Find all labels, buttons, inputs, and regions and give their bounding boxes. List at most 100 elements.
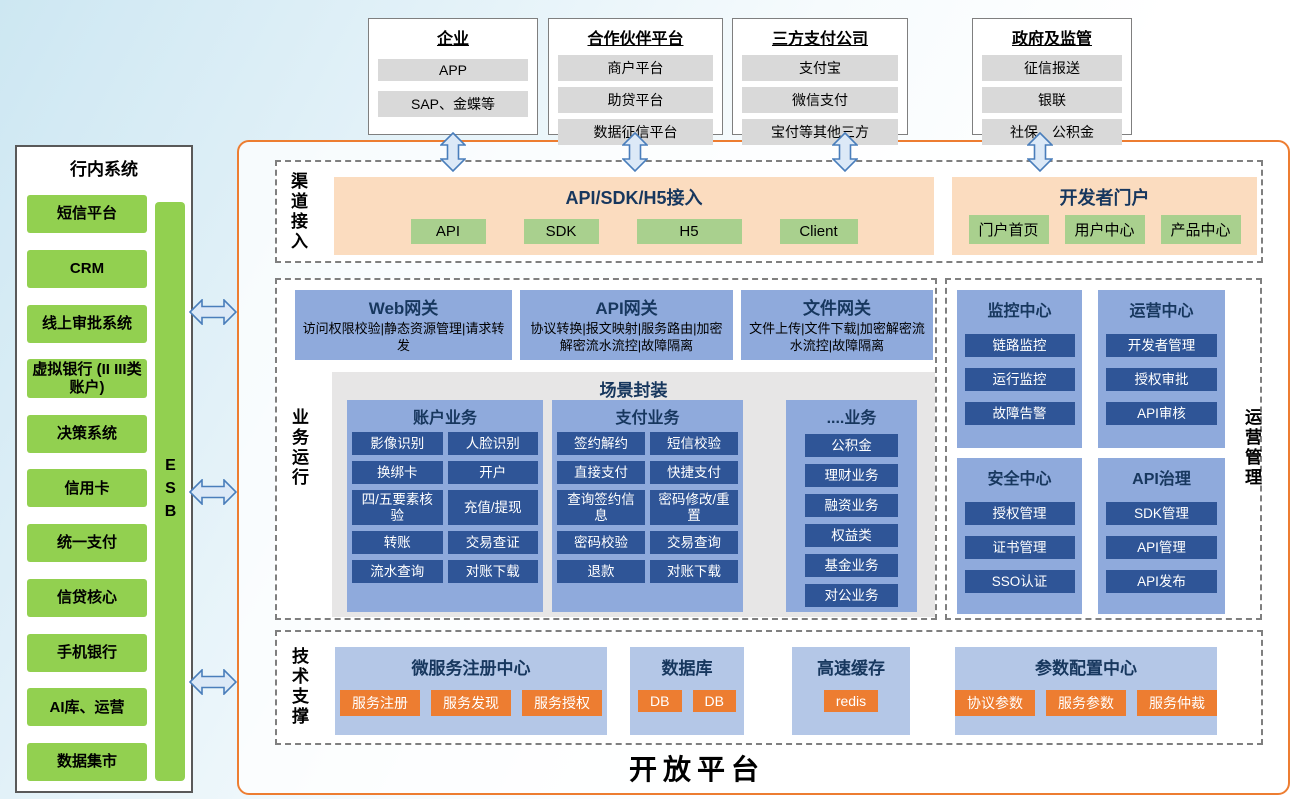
double-arrow-vertical-icon [439,131,467,177]
tech-item: 服务仲裁 [1137,690,1217,716]
external-item: 宝付等其他三方 [742,119,898,145]
external-group-title: 企业 [436,31,469,48]
api-gateway-title: API网关 [595,299,658,318]
scenario-item: 人脸识别 [447,432,538,455]
external-item: 社保、公积金 [982,119,1122,145]
double-arrow-horizontal-icon [188,478,238,510]
portal-buttons-row: 门户首页 用户中心 产品中心 [952,215,1257,244]
scenario-encapsulation-box: 场景封装 账户业务 影像识别 人脸识别 换绑卡 开户 四/五要素核验 充值/提现… [332,372,935,617]
tech-panel-title: 数据库 [661,659,713,678]
internal-systems-panel: 行内系统 短信平台 CRM 线上审批系统 虚拟银行 (II III类账户) 决策… [15,145,193,793]
internal-systems-list: 短信平台 CRM 线上审批系统 虚拟银行 (II III类账户) 决策系统 信用… [27,195,147,781]
web-gateway-desc: 访问权限校验|静态资源管理|请求转发 [302,321,505,353]
tech-buttons-row: 服务注册 服务发现 服务授权 [340,690,602,716]
internal-system-item: 虚拟银行 (II III类账户) [27,359,147,398]
ops-panel-monitoring-center: 监控中心 链路监控 运行监控 故障告警 [957,290,1082,448]
scenario-item: 换绑卡 [352,461,443,484]
external-item: 支付宝 [742,55,898,81]
tech-buttons-row: redis [823,690,879,712]
developer-portal-title: 开发者门户 [1059,188,1150,208]
ops-panel-operation-center: 运营中心 开发者管理 授权审批 API审核 [1098,290,1225,448]
web-gateway-box: Web网关 访问权限校验|静态资源管理|请求转发 [295,290,512,360]
business-running-section: 业务运行 Web网关 访问权限校验|静态资源管理|请求转发 API网关 协议转换… [275,278,937,620]
tech-panel-microservice-registry: 微服务注册中心 服务注册 服务发现 服务授权 [335,647,607,735]
product-center-button: 产品中心 [1160,215,1241,244]
tech-support-section: 技术支撑 微服务注册中心 服务注册 服务发现 服务授权 数据库 DB DB 高速… [275,630,1263,745]
scenario-item: 融资业务 [805,494,898,517]
scenario-item: 对公业务 [805,584,898,607]
developer-portal-box: 开发者门户 门户首页 用户中心 产品中心 [952,177,1257,255]
external-group-third-party-payment: 三方支付公司 支付宝 微信支付 宝付等其他三方 [732,18,908,145]
scenario-encapsulation-title: 场景封装 [599,381,668,400]
double-arrow-horizontal-icon [188,298,238,330]
ops-item: 链路监控 [964,334,1075,357]
tech-item: 服务授权 [522,690,602,716]
esb-label: ESB [162,457,179,526]
scenario-item: 权益类 [805,524,898,547]
api-gateway-desc: 协议转换|报文映射|服务路由|加密解密流水流控|故障隔离 [530,321,723,353]
double-arrow-vertical-icon [1026,131,1054,177]
ops-item: 授权审批 [1105,368,1218,391]
scenario-column-title: 支付业务 [615,410,680,427]
scenario-item: 密码校验 [557,531,645,555]
external-item: 微信支付 [742,87,898,113]
user-center-button: 用户中心 [1064,215,1145,244]
internal-system-item: 统一支付 [27,524,147,562]
ops-item: API发布 [1105,570,1218,593]
h5-button: H5 [636,219,742,244]
scenario-item: 交易查询 [650,531,738,555]
external-group-government-regulator: 政府及监管 征信报送 银联 社保、公积金 [972,18,1132,145]
external-group-partner-platform: 合作伙伴平台 商户平台 助贷平台 数据征信平台 [548,18,723,145]
external-item: 商户平台 [558,55,713,81]
tech-item: 服务发现 [431,690,511,716]
scenario-item: 快捷支付 [650,461,738,484]
ops-item: API审核 [1105,402,1218,425]
channel-access-label: 渠道接入 [288,172,307,252]
external-group-enterprise: 企业 APP SAP、金蝶等 [368,18,538,135]
internal-system-item: 信贷核心 [27,578,147,617]
api-button: API [410,219,486,244]
scenario-item: 四/五要素核验 [352,490,443,526]
double-arrow-vertical-icon [831,131,859,177]
ops-panel-title: 安全中心 [987,471,1052,488]
internal-system-item: 数据集市 [27,743,147,781]
tech-panel-title: 高速缓存 [817,659,885,678]
tech-panel-title: 参数配置中心 [1035,659,1137,678]
scenario-item: 对账下载 [650,560,738,584]
tech-item: 服务参数 [1046,690,1126,716]
operations-management-section: 运营管理 监控中心 链路监控 运行监控 故障告警 运营中心 开发者管理 授权审批… [945,278,1262,620]
business-running-label: 业务运行 [289,408,308,488]
scenario-column-title: ....业务 [826,410,877,427]
scenario-items-grid: 影像识别 人脸识别 换绑卡 开户 四/五要素核验 充值/提现 转账 交易查证 流… [352,432,538,584]
scenario-column-payment: 支付业务 签约解约 短信校验 直接支付 快捷支付 查询签约信息 密码修改/重置 … [552,400,743,612]
scenario-item: 流水查询 [352,560,443,584]
scenario-item: 查询签约信息 [557,490,645,526]
external-item: SAP、金蝶等 [378,91,528,117]
file-gateway-desc: 文件上传|文件下载|加密解密流水流控|故障隔离 [749,321,925,353]
api-gateway-box: API网关 协议转换|报文映射|服务路由|加密解密流水流控|故障隔离 [520,290,733,360]
scenario-item: 影像识别 [352,432,443,455]
ops-item: SSO认证 [964,570,1075,593]
file-gateway-title: 文件网关 [803,299,871,318]
ops-item: SDK管理 [1105,502,1218,525]
scenario-item: 转账 [352,531,443,555]
scenario-item: 充值/提现 [447,490,538,526]
internal-system-item: 信用卡 [27,469,147,508]
internal-systems-title: 行内系统 [70,160,138,179]
file-gateway-box: 文件网关 文件上传|文件下载|加密解密流水流控|故障隔离 [741,290,933,360]
access-buttons-row: API SDK H5 Client [334,219,934,244]
scenario-item: 密码修改/重置 [650,490,738,526]
scenario-column-account: 账户业务 影像识别 人脸识别 换绑卡 开户 四/五要素核验 充值/提现 转账 交… [347,400,543,612]
tech-panel-database: 数据库 DB DB [630,647,744,735]
open-platform-title: 开放平台 [628,754,765,785]
internal-system-item: 手机银行 [27,633,147,672]
tech-item: DB [638,690,682,712]
scenario-items-grid: 公积金 理财业务 融资业务 权益类 基金业务 对公业务 [791,432,912,607]
tech-support-label: 技术支撑 [289,647,308,727]
scenario-item: 直接支付 [557,461,645,484]
ops-panel-api-governance: API治理 SDK管理 API管理 API发布 [1098,458,1225,614]
tech-panel-param-config-center: 参数配置中心 协议参数 服务参数 服务仲裁 [955,647,1217,735]
scenario-item: 短信校验 [650,432,738,455]
tech-item: 协议参数 [955,690,1035,716]
double-arrow-vertical-icon [621,131,649,177]
